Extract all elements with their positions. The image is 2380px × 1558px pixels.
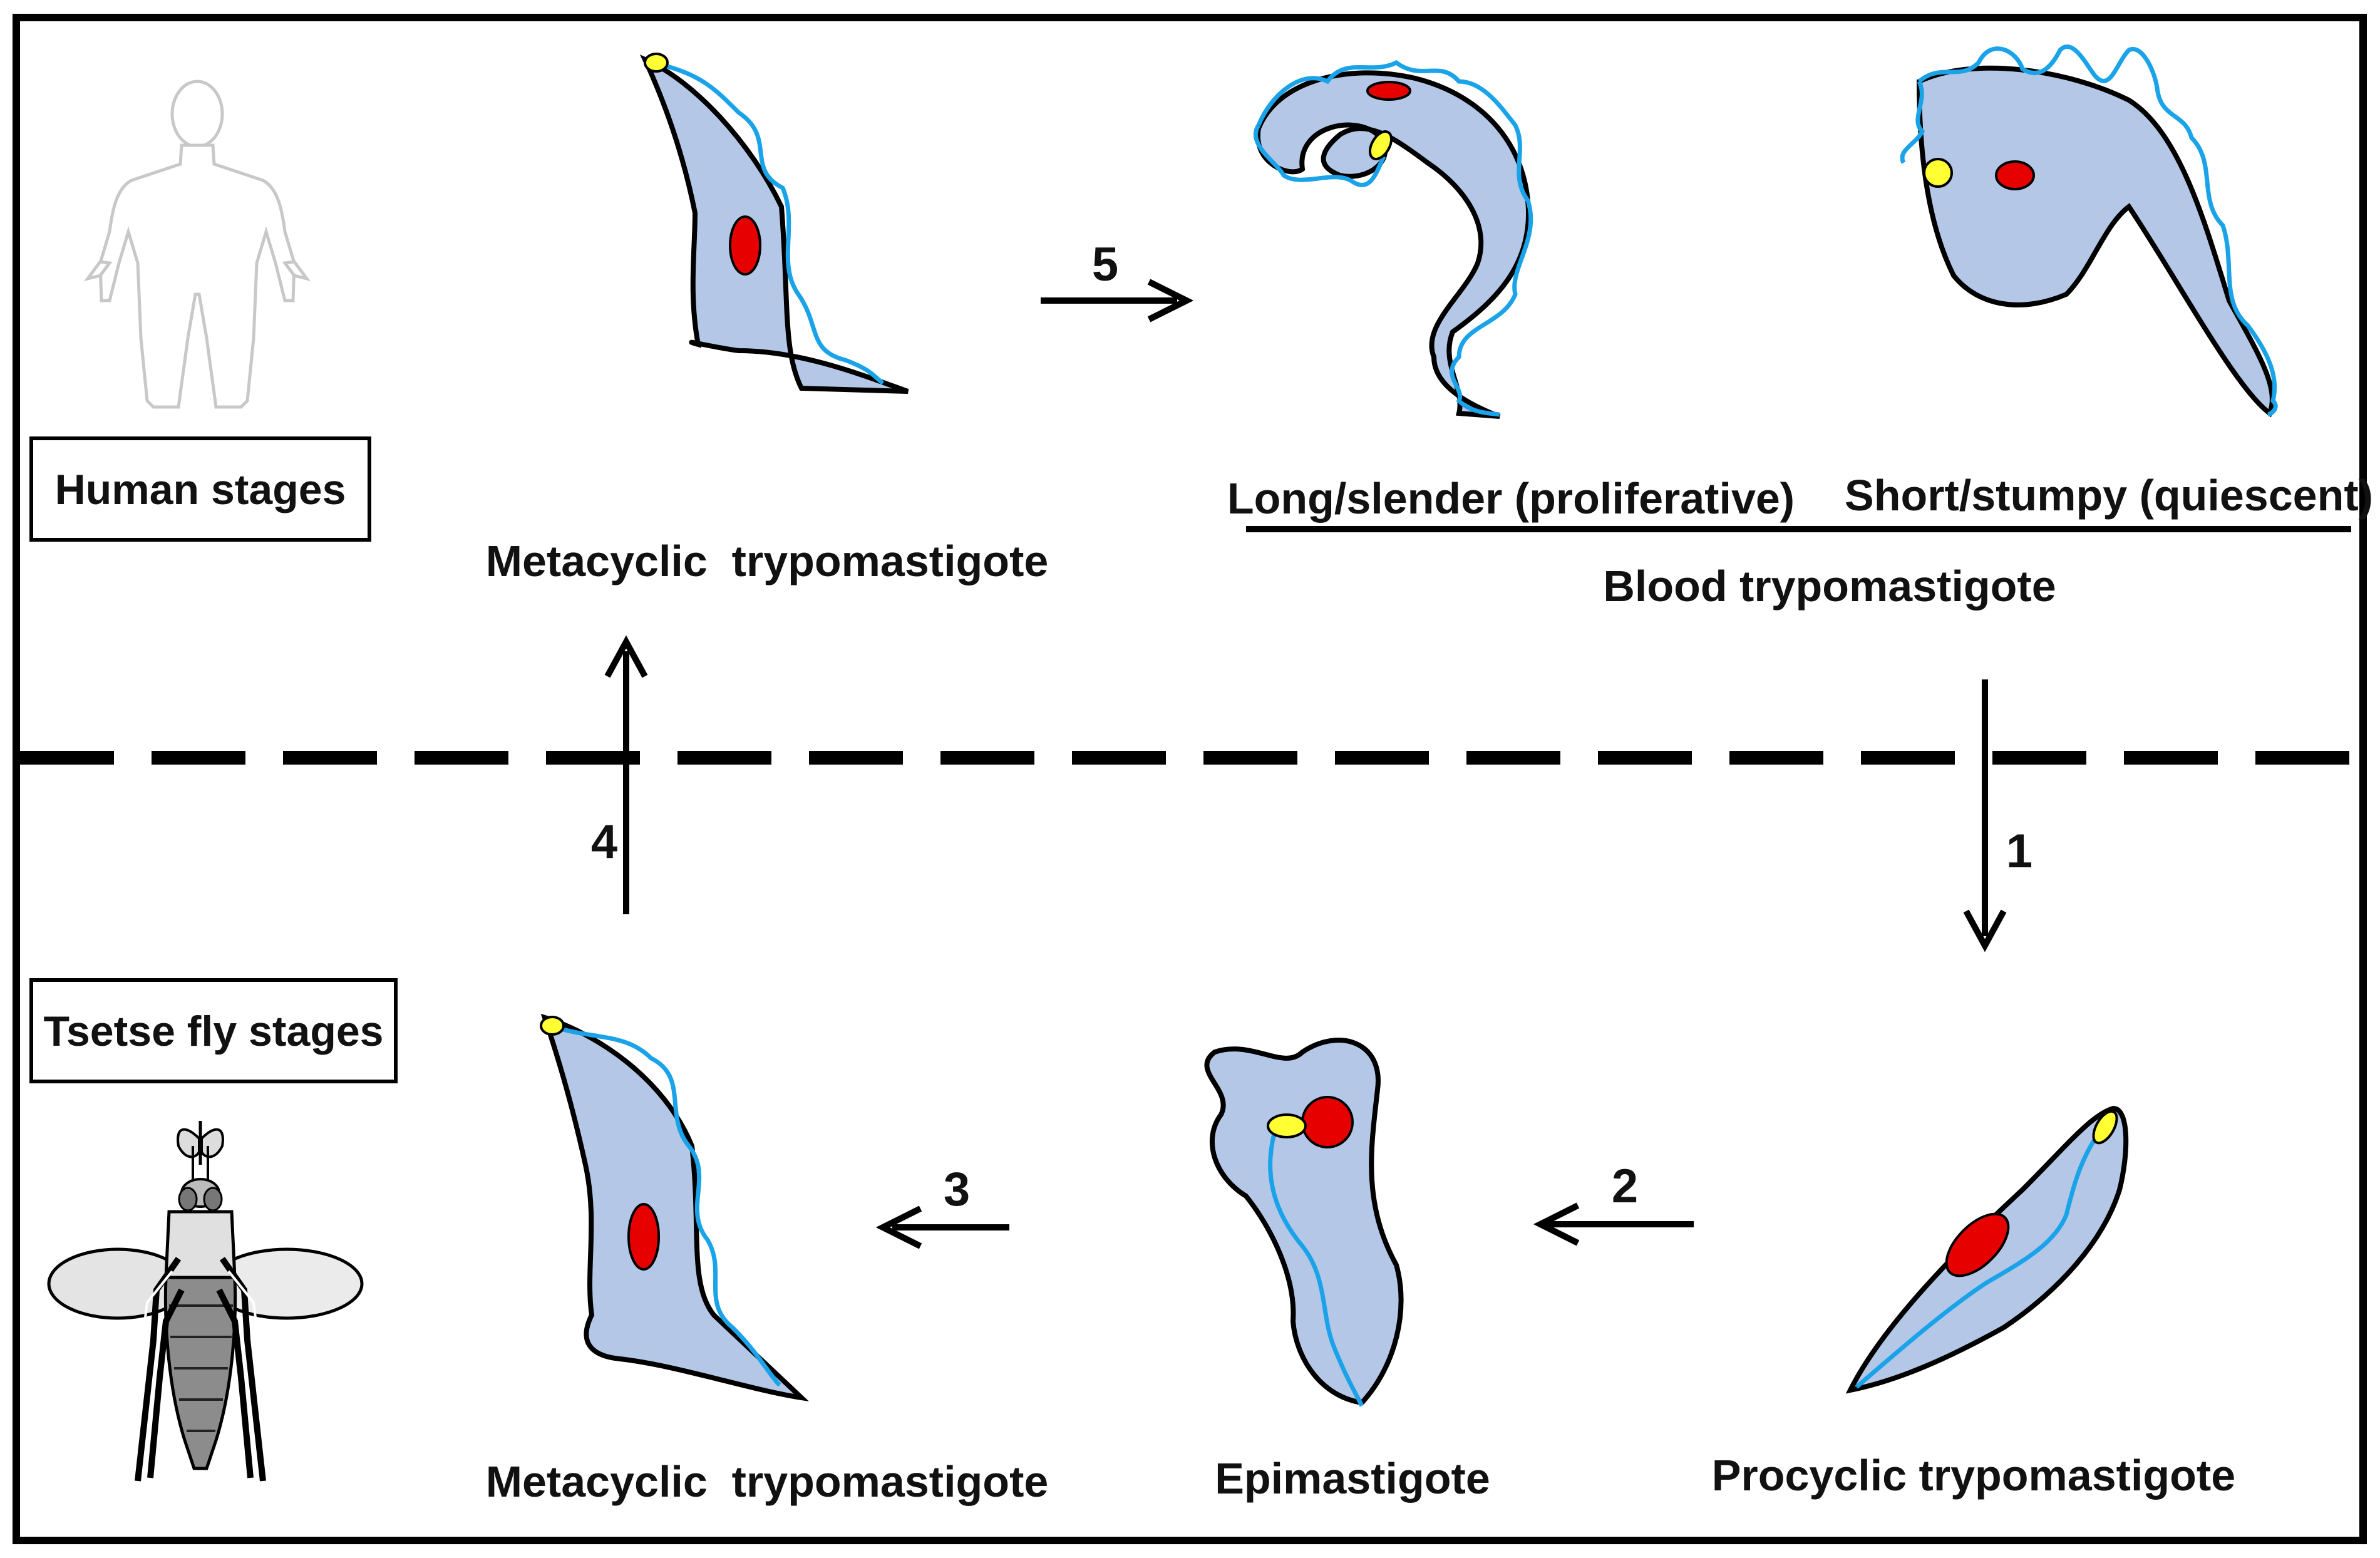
arrow-5-head bbox=[1147, 279, 1194, 322]
human-stages-box bbox=[29, 436, 371, 542]
blood-trypomastigote-label: Blood trypomastigote bbox=[1603, 562, 2056, 611]
kinetoplast-icon bbox=[1368, 130, 1393, 160]
outer-frame bbox=[13, 14, 2367, 1544]
epimastigote bbox=[1204, 1038, 1404, 1407]
step-2-label: 2 bbox=[1612, 1160, 1638, 1213]
metacyclic-trypomastigote-bottom bbox=[540, 1013, 810, 1401]
step-3-label: 3 bbox=[944, 1163, 970, 1216]
nucleus-icon bbox=[1301, 1096, 1354, 1148]
long-slender-trypomastigote bbox=[1253, 59, 1533, 419]
metacyclic-top-label: Metacyclic trypomastigote bbox=[486, 537, 1049, 586]
nucleus-icon bbox=[729, 215, 761, 276]
arrow-4-head bbox=[604, 635, 648, 678]
tsetse-stages-box bbox=[29, 978, 398, 1083]
kinetoplast-icon bbox=[644, 53, 669, 73]
tsetse-stages-label: Tsetse fly stages bbox=[43, 1008, 383, 1055]
arrow-3-head bbox=[875, 1205, 922, 1249]
tsetse-fly-icon bbox=[47, 1121, 364, 1485]
kinetoplast-icon bbox=[1923, 158, 1953, 188]
short-stumpy-trypomastigote bbox=[1900, 44, 2278, 418]
nucleus-icon bbox=[1366, 81, 1411, 101]
metacyclic-bottom-label: Metacyclic trypomastigote bbox=[486, 1457, 1049, 1506]
arrow-2-head bbox=[1533, 1202, 1580, 1246]
epimastigote-label: Epimastigote bbox=[1215, 1454, 1490, 1503]
procyclic-trypomastigote bbox=[1845, 1105, 2129, 1394]
short-stumpy-label: Short/stumpy (quiescent) bbox=[1845, 471, 2373, 520]
long-slender-label: Long/slender (proliferative) bbox=[1227, 474, 1795, 523]
metacyclic-trypomastigote-top bbox=[639, 53, 909, 394]
nucleus-icon bbox=[627, 1203, 660, 1271]
nucleus-icon bbox=[1995, 160, 2035, 190]
nucleus-icon bbox=[1945, 1212, 2010, 1277]
procyclic-label: Procyclic trypomastigote bbox=[1712, 1451, 2235, 1500]
step-5-label: 5 bbox=[1092, 238, 1118, 291]
kinetoplast-icon bbox=[2092, 1110, 2118, 1145]
human-silhouette-icon bbox=[83, 80, 311, 409]
step-1-label: 1 bbox=[2006, 825, 2032, 878]
human-stages-label: Human stages bbox=[55, 466, 346, 513]
kinetoplast-icon bbox=[1267, 1113, 1307, 1138]
arrow-1-head bbox=[1963, 909, 2007, 952]
kinetoplast-icon bbox=[540, 1016, 565, 1036]
step-4-label: 4 bbox=[591, 815, 617, 869]
